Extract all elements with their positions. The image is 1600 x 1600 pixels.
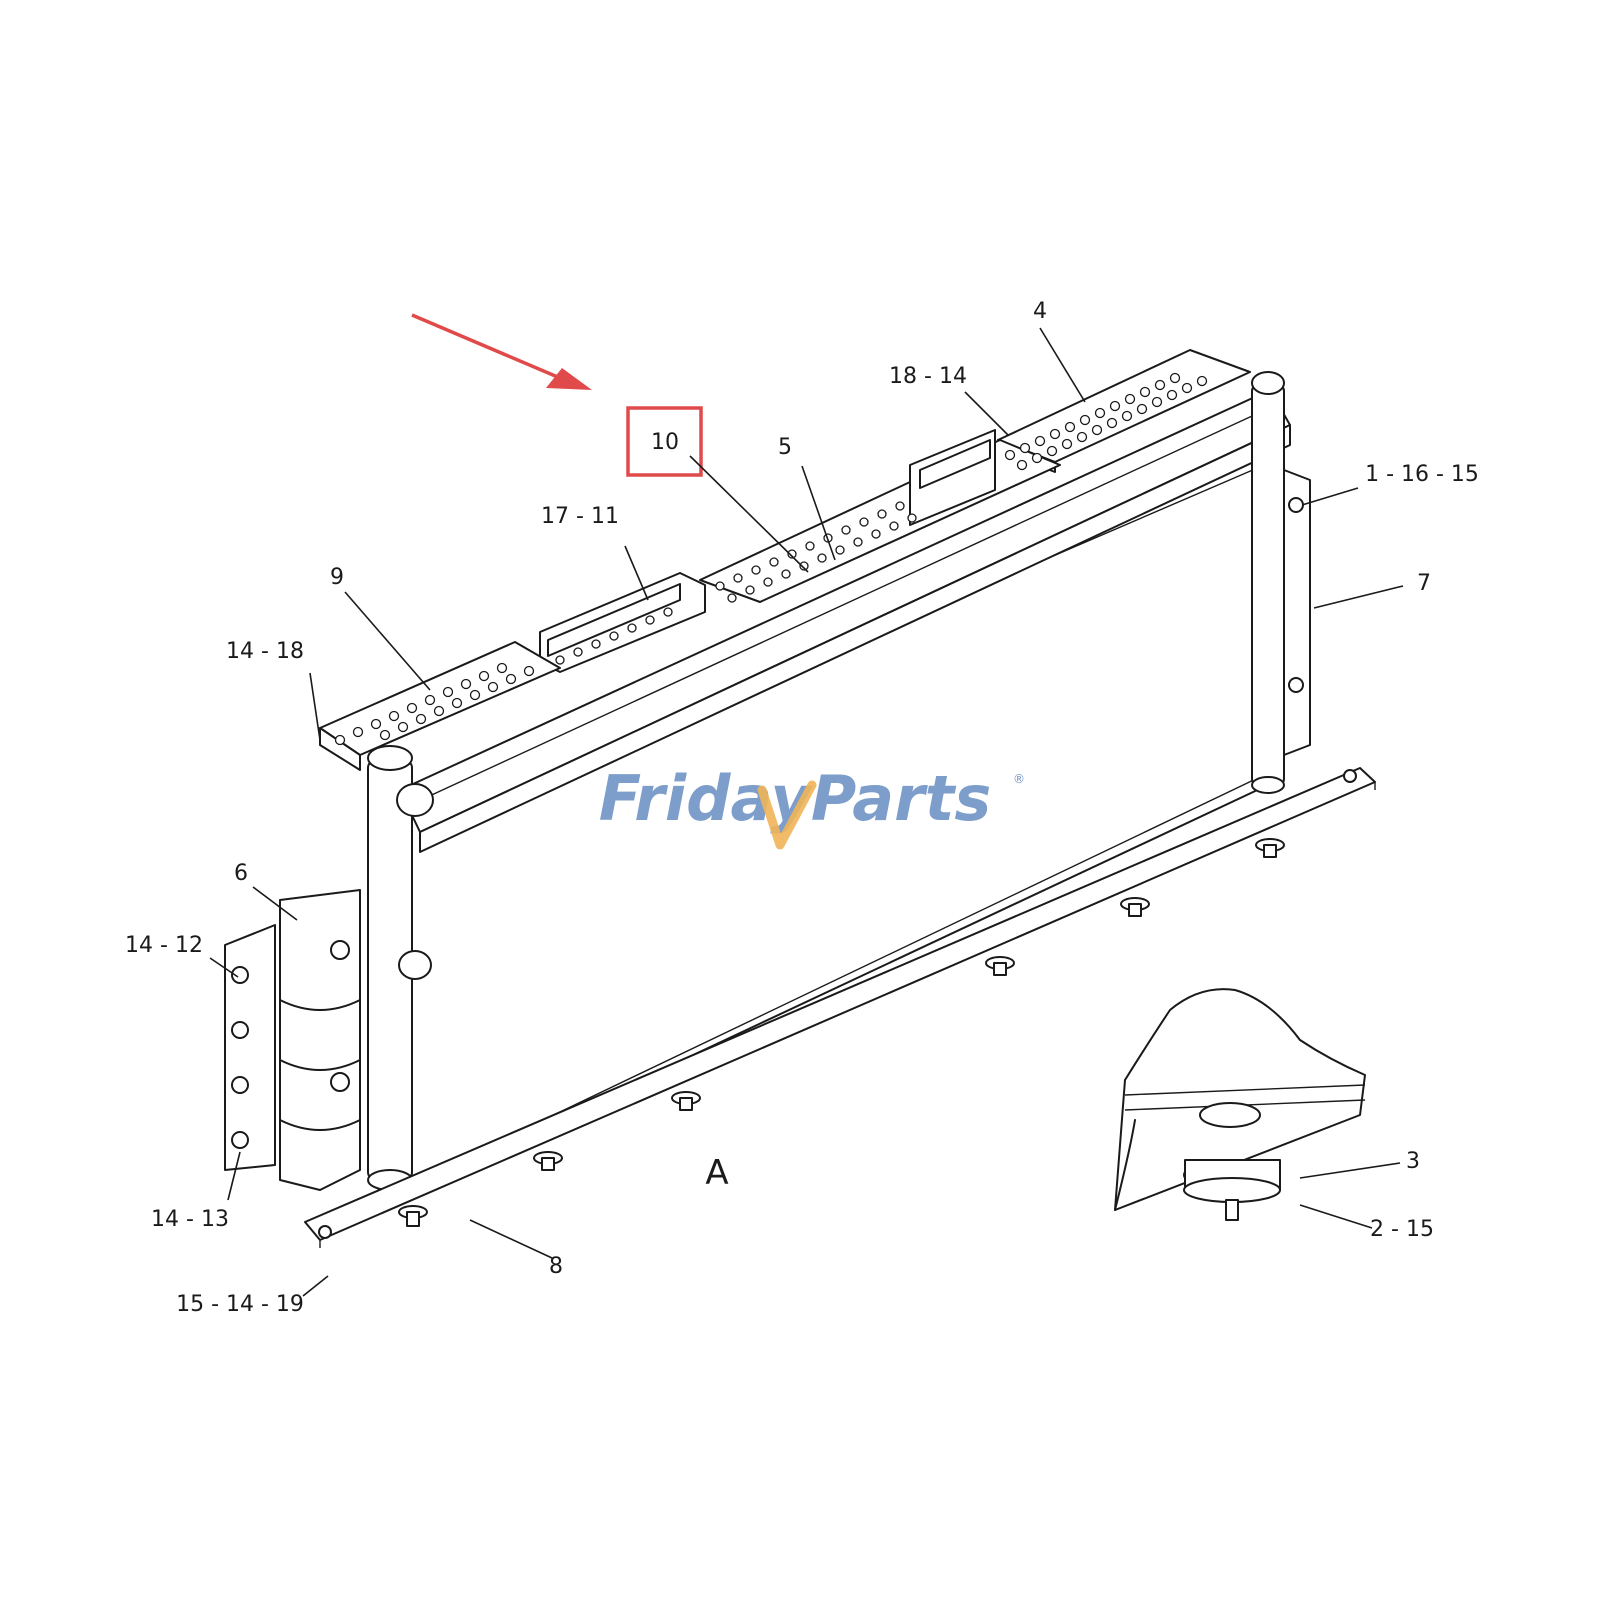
leader-lines xyxy=(209,327,1404,1297)
right-bracket xyxy=(1283,469,1311,756)
callout-3: 3 xyxy=(1406,1149,1420,1174)
perforations xyxy=(334,372,1208,746)
callout-9: 9 xyxy=(330,565,344,590)
top-tank xyxy=(399,389,1291,853)
highlight-arrow xyxy=(411,313,592,390)
left-tube xyxy=(367,745,434,1191)
watermark-accent-mark xyxy=(757,780,817,850)
detail-view xyxy=(1114,988,1366,1221)
bracket-17-11 xyxy=(539,572,706,673)
callout-14-18: 14 - 18 xyxy=(226,639,304,664)
bottom-rail xyxy=(304,767,1376,1248)
callout-2-15: 2 - 15 xyxy=(1370,1217,1434,1242)
callout-10: 10 xyxy=(651,430,679,455)
fridayparts-watermark: FridayParts ® xyxy=(599,762,1025,850)
callout-4: 4 xyxy=(1033,299,1047,324)
left-bracket xyxy=(224,889,361,1191)
callout-7: 7 xyxy=(1417,571,1431,596)
callout-6: 6 xyxy=(234,861,248,886)
highlight-box xyxy=(626,406,703,477)
bracket-upper-right xyxy=(909,429,996,526)
view-label-a: A xyxy=(705,1153,728,1193)
callout-5: 5 xyxy=(778,435,792,460)
callout-17-11: 17 - 11 xyxy=(541,504,619,529)
callout-14-12: 14 - 12 xyxy=(125,933,203,958)
rail-mounts xyxy=(398,838,1285,1227)
callout-8: 8 xyxy=(549,1254,563,1279)
right-tube xyxy=(1251,371,1285,794)
callout-14-13: 14 - 13 xyxy=(151,1207,229,1232)
watermark-registered-mark: ® xyxy=(1013,772,1025,786)
callout-18-14: 18 - 14 xyxy=(889,364,967,389)
callout-1-16-15: 1 - 16 - 15 xyxy=(1365,462,1479,487)
callout-15-14-19: 15 - 14 - 19 xyxy=(176,1292,304,1317)
